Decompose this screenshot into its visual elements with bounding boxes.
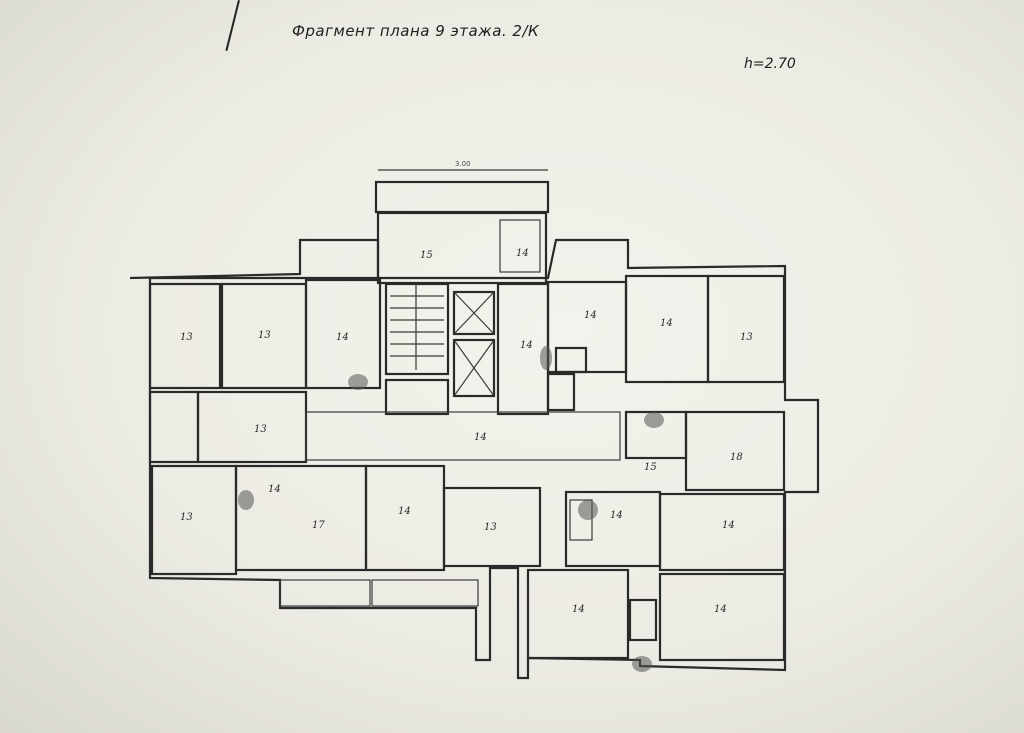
room-label: 17 — [312, 520, 325, 531]
bathtub-b — [569, 499, 593, 541]
room-g — [442, 486, 542, 568]
room-o — [658, 572, 786, 662]
room-n — [526, 568, 630, 660]
small-room — [499, 219, 541, 273]
room-label: 14 — [660, 318, 673, 329]
bath-b — [546, 372, 576, 412]
blur-mark — [540, 346, 552, 370]
room-label: 14 — [398, 506, 411, 517]
blur-mark — [644, 412, 664, 428]
room-label: 14 — [610, 510, 623, 521]
room-label: 13 — [180, 512, 193, 523]
balcony-a — [279, 579, 371, 607]
plan-title: Фрагмент плана 9 этажа. 2/К — [292, 22, 540, 40]
top-dimension-label: 3.00 — [455, 160, 471, 168]
room-e — [234, 464, 368, 572]
room-label: 14 — [584, 310, 597, 321]
room-label: 15 — [420, 250, 433, 261]
room-label: 14 — [714, 604, 727, 615]
blur-mark — [348, 374, 368, 390]
room-label: 18 — [730, 452, 743, 463]
kitchen-a — [196, 390, 308, 464]
core-room — [384, 378, 450, 416]
room-label: 13 — [740, 332, 753, 343]
room-l — [684, 410, 786, 492]
room-label: 14 — [474, 432, 487, 443]
room-f — [364, 464, 446, 572]
room-label: 14 — [268, 484, 281, 495]
room-label: 14 — [572, 604, 585, 615]
room-m — [658, 492, 786, 572]
bath-a — [148, 390, 200, 464]
bath-c — [624, 410, 688, 460]
blur-mark — [632, 656, 652, 672]
stairs — [384, 282, 450, 376]
room-label: 14 — [722, 520, 735, 531]
room-label: 13 — [258, 330, 271, 341]
room-label: 13 — [484, 522, 497, 533]
blur-mark — [578, 500, 598, 520]
room-j — [624, 274, 710, 384]
top-block — [374, 180, 550, 214]
room-d — [150, 464, 238, 576]
balcony-b — [371, 579, 479, 607]
room-k — [706, 274, 786, 384]
stair-treads — [390, 284, 444, 370]
blur-mark — [238, 490, 254, 510]
elevator-2 — [452, 338, 496, 398]
room-label: 15 — [644, 462, 657, 473]
ceiling-height-label: h=2.70 — [744, 56, 796, 72]
corridor — [305, 411, 621, 461]
kitchen-b — [564, 490, 662, 568]
room-label: 13 — [180, 332, 193, 343]
room-label: 14 — [516, 248, 529, 259]
elevator-1 — [452, 290, 496, 336]
wc-a — [554, 346, 588, 374]
room-c — [304, 278, 382, 390]
room-label: 14 — [336, 332, 349, 343]
room-label: 14 — [520, 340, 533, 351]
room-a — [148, 282, 222, 390]
wc-b — [628, 598, 658, 642]
room-label: 13 — [254, 424, 267, 435]
